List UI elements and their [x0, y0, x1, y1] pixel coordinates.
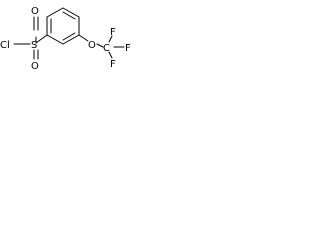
chemical-structure-diagram: Cl S O O O C F F F	[0, 6, 131, 72]
carbon-to-fluorine-bottom-bond	[108, 51, 113, 59]
ring-double-bond-top-right	[62, 11, 76, 20]
ring-bond-top-right	[62, 7, 80, 18]
benzene-ring	[46, 7, 80, 45]
atom-label-fluorine-bottom: F	[110, 59, 116, 70]
carbon-to-fluorine-top-bond	[108, 35, 113, 43]
atom-label-sulfonyl-oxygen-top: O	[31, 6, 39, 17]
ring-bond-top-left	[46, 7, 64, 18]
atom-label-sulfur: S	[31, 40, 37, 51]
ring-bond-bottom-left	[46, 34, 64, 45]
atom-label-chlorine: Cl	[0, 40, 10, 51]
atom-label-sulfonyl-oxygen-bottom: O	[31, 61, 39, 72]
ether-oxygen-to-carbon-bond	[96, 43, 104, 48]
ring-double-bond-bottom-right	[62, 32, 76, 41]
atom-label-carbon: C	[103, 43, 110, 54]
ring-to-ether-oxygen-bond	[78, 34, 89, 42]
atom-label-fluorine-top: F	[110, 27, 116, 38]
atom-label-ether-oxygen: O	[88, 40, 96, 51]
ring-to-methylene-bond	[35, 34, 48, 44]
atom-label-fluorine-right: F	[125, 43, 131, 54]
ring-bond-bottom-right	[62, 34, 80, 45]
